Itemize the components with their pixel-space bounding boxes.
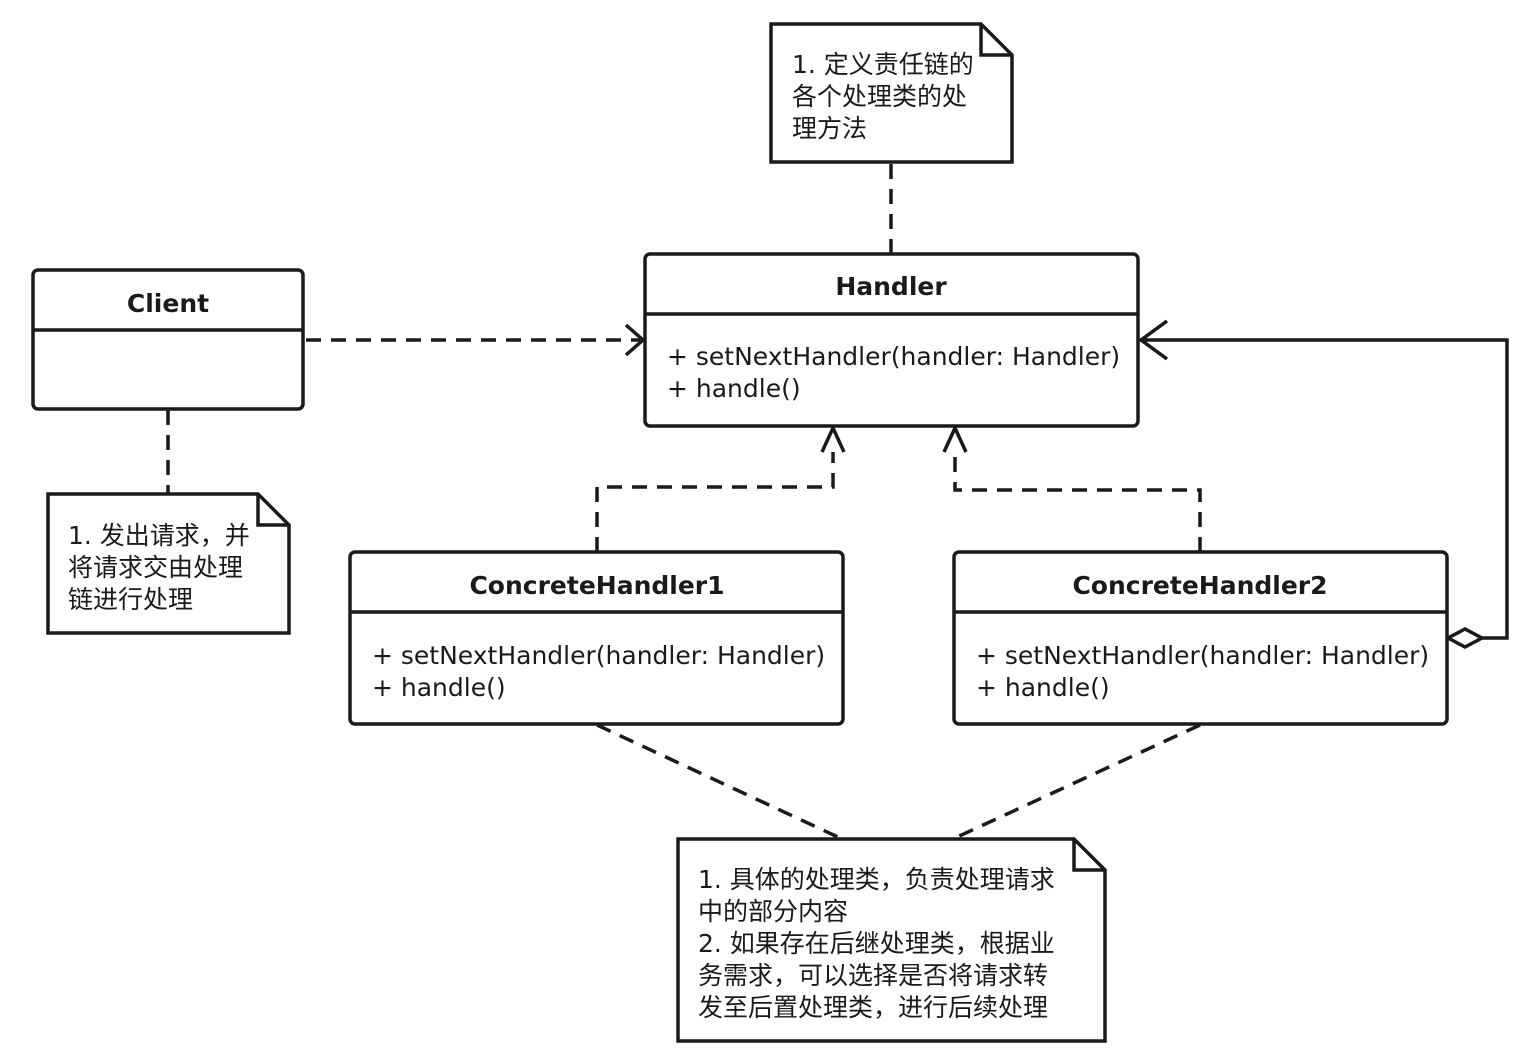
handler-note[interactable]: 1. 定义责任链的 各个处理类的处 理方法 (769, 22, 1014, 164)
client-note-line-3: 链进行处理 (68, 585, 193, 614)
handler-note-line-3: 理方法 (792, 114, 867, 143)
concrete-handler2-method-setnexthandler: + setNextHandler(handler: Handler) (976, 641, 1429, 670)
concrete-handler1-class-name: ConcreteHandler1 (469, 571, 724, 600)
concrete-handler2-class-name: ConcreteHandler2 (1072, 571, 1327, 600)
concrete1-realization-triangle (820, 423, 846, 453)
dependency-arrowhead (624, 323, 646, 357)
concrete-note-line-5: 发至后置处理类，进行后续处理 (698, 993, 1048, 1022)
handler-note-line-2: 各个处理类的处 (792, 82, 967, 111)
concrete-handler1-method-handle: + handle() (372, 673, 506, 702)
concrete-note-line-2: 中的部分内容 (698, 897, 848, 926)
client-class-name: Client (127, 289, 209, 318)
aggregation-arrowhead (1138, 319, 1169, 361)
client-class[interactable]: Client (31, 268, 305, 411)
concrete-handlers-note[interactable]: 1. 具体的处理类，负责处理请求 中的部分内容 2. 如果存在后继处理类，根据业… (676, 837, 1107, 1043)
concrete-handler1-method-setnexthandler: + setNextHandler(handler: Handler) (372, 641, 825, 670)
handler-method-setnexthandler: + setNextHandler(handler: Handler) (667, 342, 1120, 371)
concrete-note-line-1: 1. 具体的处理类，负责处理请求 (698, 865, 1055, 894)
client-note-line-1: 1. 发出请求，并 (68, 521, 250, 550)
aggregation-diamond (1444, 627, 1486, 649)
concrete2-note-anchor-line (954, 723, 1201, 840)
handler-class[interactable]: Handler + setNextHandler(handler: Handle… (643, 252, 1140, 428)
concrete1-note-anchor-line (596, 723, 841, 840)
concrete-note-line-3: 2. 如果存在后继处理类，根据业 (698, 929, 1055, 958)
client-note-line-2: 将请求交由处理 (68, 553, 243, 582)
concrete2-realization-triangle (942, 423, 968, 453)
concrete2-realization-line (953, 450, 1202, 552)
concrete-handler2-class[interactable]: ConcreteHandler2 + setNextHandler(handle… (952, 550, 1449, 726)
handler-method-handle: + handle() (667, 374, 801, 403)
handler-class-name: Handler (835, 272, 947, 301)
client-note[interactable]: 1. 发出请求，并 将请求交由处理 链进行处理 (46, 492, 291, 635)
concrete1-realization-line (595, 450, 835, 552)
concrete-note-line-4: 务需求，可以选择是否将请求转 (698, 961, 1048, 990)
concrete-handler1-class[interactable]: ConcreteHandler1 + setNextHandler(handle… (348, 550, 845, 726)
aggregation-line (1140, 338, 1509, 640)
handler-note-line-1: 1. 定义责任链的 (792, 50, 974, 79)
concrete-handler2-method-handle: + handle() (976, 673, 1110, 702)
